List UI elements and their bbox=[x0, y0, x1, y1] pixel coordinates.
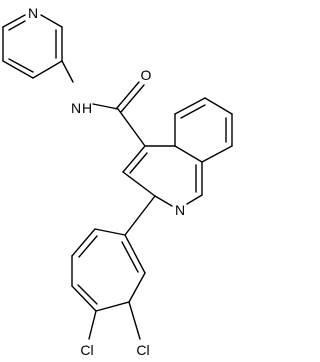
bond bbox=[2, 60, 34, 79]
bond bbox=[124, 234, 146, 274]
bond bbox=[122, 145, 146, 173]
bond bbox=[77, 284, 98, 305]
bond bbox=[94, 228, 126, 236]
bond bbox=[154, 195, 173, 207]
bond bbox=[95, 301, 130, 312]
bond bbox=[71, 285, 97, 312]
bond bbox=[180, 104, 206, 119]
amide-group bbox=[61, 60, 146, 147]
bond bbox=[8, 58, 34, 73]
carbonyl-oxygen-label: O bbox=[141, 67, 152, 83]
bond bbox=[8, 20, 26, 31]
bond bbox=[88, 310, 97, 340]
amide-hydrogen-label: H bbox=[82, 100, 92, 116]
dichlorophenyl-ring bbox=[71, 195, 156, 340]
bond bbox=[186, 194, 203, 205]
amide-nitrogen-label: N bbox=[71, 100, 81, 116]
bond bbox=[78, 235, 98, 258]
bond bbox=[115, 81, 140, 110]
chlorine-para-label: Cl bbox=[80, 342, 93, 358]
bond bbox=[32, 60, 63, 79]
bond bbox=[129, 152, 148, 174]
chlorine-meta-label: Cl bbox=[136, 342, 149, 358]
bond bbox=[40, 14, 63, 28]
bond bbox=[174, 145, 203, 163]
quinoline-benzo-ring bbox=[174, 97, 233, 163]
quinoline-pyridine-ring bbox=[122, 145, 203, 207]
bond bbox=[174, 97, 206, 115]
bond bbox=[128, 272, 146, 303]
bond bbox=[92, 103, 119, 110]
bond bbox=[121, 241, 139, 273]
bond bbox=[201, 145, 233, 163]
bond bbox=[128, 301, 141, 340]
bond bbox=[117, 108, 146, 147]
pyridine-nitrogen-label: N bbox=[28, 5, 38, 21]
bond bbox=[120, 84, 145, 113]
bond bbox=[61, 60, 74, 83]
bond bbox=[124, 195, 156, 236]
pyridine-ring bbox=[2, 14, 63, 79]
bond bbox=[122, 171, 156, 197]
bond bbox=[71, 228, 96, 257]
bond bbox=[2, 14, 26, 28]
bond bbox=[204, 97, 233, 115]
molecule-structure: N N H O N Cl Cl bbox=[2, 5, 233, 358]
quinoline-nitrogen-label: N bbox=[175, 202, 185, 218]
